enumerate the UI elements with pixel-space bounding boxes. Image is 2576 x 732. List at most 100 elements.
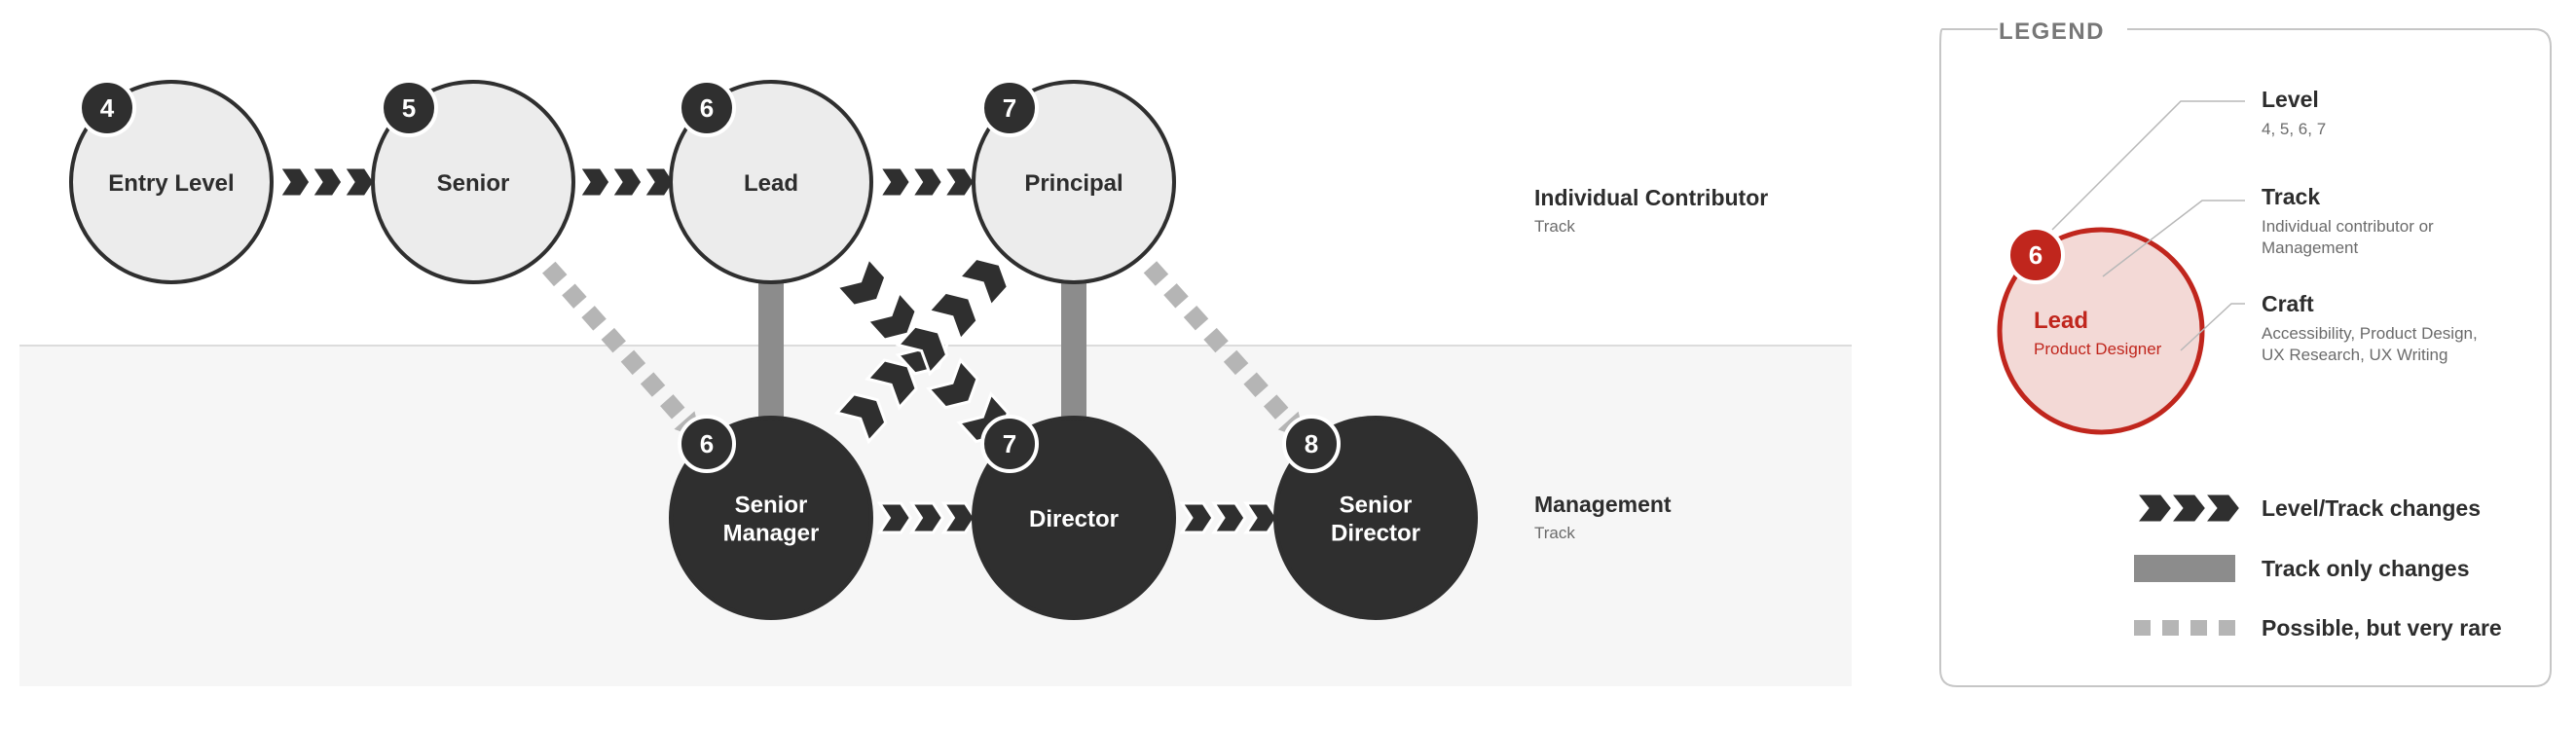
legend-bar (2134, 555, 2235, 582)
chevron-mark (833, 255, 888, 308)
transition-director-to-seniordirector (1179, 501, 1279, 534)
role-node-director: Director 7 (972, 415, 1176, 620)
example-role-name: Lead (2034, 308, 2088, 334)
rare-dot (1163, 283, 1189, 309)
chevron-mark (876, 165, 913, 199)
role-node-senior: Senior 5 (371, 79, 575, 284)
chevron-mark (576, 165, 612, 199)
legend-title: LEGEND (1999, 18, 2105, 45)
level-number: 6 (700, 429, 714, 458)
level-badge (678, 79, 736, 137)
rare-dot (1223, 349, 1249, 376)
role-node-lead: Lead 6 (669, 79, 873, 284)
annotation-description: Individual contributor or (2262, 217, 2434, 236)
role-name: Entry Level (108, 170, 234, 197)
role-name: Lead (744, 170, 798, 197)
rare-dot (640, 372, 666, 397)
transition-lead-to-director (833, 255, 1011, 444)
rare-dot (1243, 372, 1269, 397)
chevron-mark (341, 165, 377, 199)
chevron-mark (1243, 501, 1279, 534)
legend-key-rare: Possible, but very rare (2134, 615, 2502, 640)
legend-chevron (2200, 492, 2243, 525)
chevron-mark (833, 392, 888, 445)
legend-dot (2219, 620, 2235, 636)
track-label-individual-contributor: Individual Contributor Track (1534, 185, 1768, 237)
rare-dot (1183, 305, 1209, 331)
chevron-mark (940, 501, 977, 534)
rare-dot (1143, 261, 1169, 286)
role-node-principal: Principal 7 (972, 79, 1176, 284)
annotation-title: Track (2262, 184, 2320, 209)
rare-dot (660, 394, 685, 420)
chevron-mark (895, 324, 949, 377)
legend-key-label: Level/Track changes (2262, 495, 2481, 521)
annotation-leader-line (2180, 303, 2245, 351)
annotation-description: UX Research, UX Writing (2262, 346, 2447, 364)
rare-dot (1263, 394, 1289, 420)
chevron-mark (1179, 501, 1215, 534)
chevron-mark (865, 358, 918, 411)
legend-key-track-only: Track only changes (2134, 555, 2469, 582)
legend-key-label: Track only changes (2262, 556, 2469, 581)
level-badge (1282, 415, 1341, 473)
level-number: 5 (402, 93, 416, 123)
annotation-title: Craft (2262, 291, 2314, 316)
legend-chevron (2132, 492, 2175, 525)
level-badge (380, 79, 438, 137)
chevron-mark (309, 165, 345, 199)
annotation-description: Accessibility, Product Design, (2262, 324, 2478, 343)
transition-entry-to-senior (276, 165, 377, 199)
level-number: 6 (700, 93, 714, 123)
rare-dot (1203, 327, 1229, 353)
example-level-number: 6 (2029, 240, 2042, 270)
legend-key-label: Possible, but very rare (2262, 615, 2502, 640)
example-level-badge (2006, 226, 2065, 284)
level-number: 7 (1003, 429, 1016, 458)
rare-dot (601, 327, 626, 353)
chevron-mark (876, 501, 913, 534)
transition-seniormanager-to-principal (833, 256, 1011, 445)
rare-dot (620, 349, 646, 376)
role-name: Director (1029, 506, 1119, 532)
annotation-description: 4, 5, 6, 7 (2262, 120, 2326, 138)
track-title: Management (1534, 492, 1672, 517)
level-badge (980, 79, 1039, 137)
annotation-title: Level (2262, 87, 2319, 112)
level-number: 7 (1003, 93, 1016, 123)
track-subtitle: Track (1534, 217, 1575, 236)
chevron-mark (940, 165, 977, 199)
chevron-mark (608, 165, 644, 199)
transition-seniormanager-to-director (876, 501, 977, 534)
rare-dot (542, 261, 568, 287)
legend-chevron (2166, 492, 2209, 525)
transition-senior-to-lead (576, 165, 677, 199)
role-name: Principal (1024, 170, 1122, 197)
legend-annotation-level: Level 4, 5, 6, 7 (2262, 87, 2326, 138)
level-badge (78, 79, 136, 137)
track-label-management: Management Track (1534, 492, 1672, 543)
legend-key-level-track: Level/Track changes (2132, 492, 2481, 525)
chevron-mark (956, 256, 1011, 310)
legend-dot (2162, 620, 2179, 636)
level-badge (678, 415, 736, 473)
legend-panel: LEGEND (1939, 18, 2552, 687)
level-badge (980, 415, 1039, 473)
rare-dot (562, 283, 587, 309)
annotation-leader-line (2102, 200, 2245, 277)
annotation-leader-line (2051, 100, 2245, 231)
chevron-mark (908, 165, 945, 199)
chevron-mark (865, 289, 918, 342)
role-name: Senior (437, 170, 510, 197)
chevron-mark (926, 290, 979, 343)
chevron-mark (276, 165, 313, 199)
